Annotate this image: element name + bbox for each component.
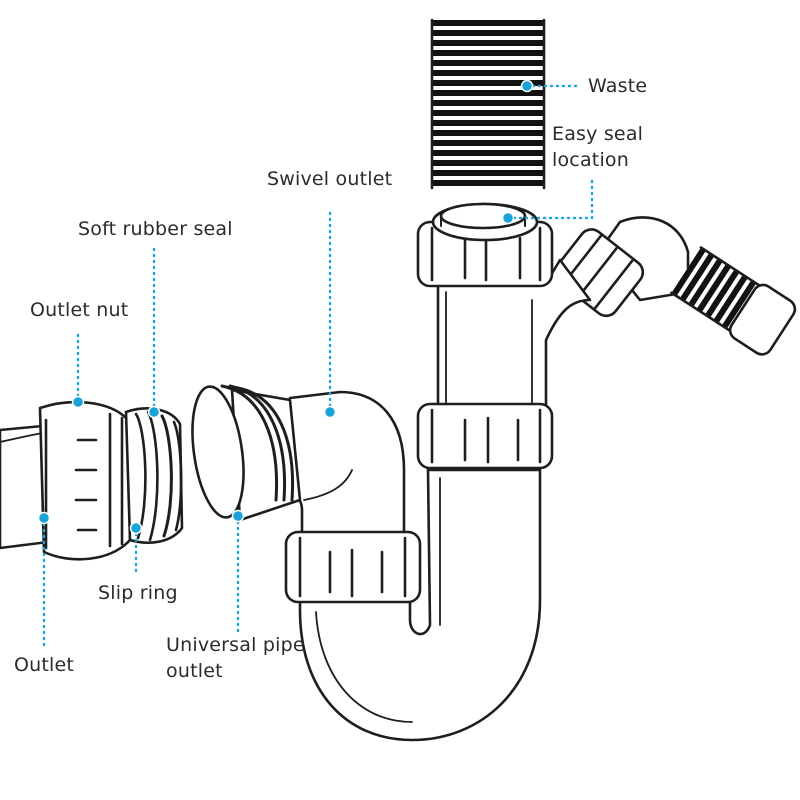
swivel-elbow	[280, 390, 406, 542]
label-swivel-outlet: Swivel outlet	[267, 168, 393, 190]
waste-hose	[430, 18, 546, 190]
dot-universal-pipe	[231, 509, 245, 523]
leader-easy-seal	[506, 174, 594, 220]
dot-easy-seal	[501, 211, 515, 225]
leader-lines	[42, 84, 594, 650]
dot-swivel-outlet	[323, 405, 337, 419]
top-nut	[416, 202, 554, 288]
dot-outlet	[37, 511, 51, 525]
u-bend	[298, 438, 542, 742]
seal-rings	[124, 407, 184, 544]
label-slip-ring: Slip ring	[98, 582, 178, 604]
label-universal-pipe-outlet: Universal pipe outlet	[166, 634, 305, 682]
leader-dots	[37, 79, 534, 535]
side-branch	[553, 216, 797, 356]
dot-waste	[520, 79, 534, 93]
swivel-nut	[284, 530, 422, 604]
label-soft-rubber-seal: Soft rubber seal	[78, 218, 233, 240]
outlet-nut	[38, 400, 132, 561]
label-waste: Waste	[588, 75, 648, 97]
trap-body	[436, 258, 592, 422]
label-easy-seal-location: Easy seal location	[552, 123, 644, 171]
label-outlet-nut: Outlet nut	[30, 299, 129, 321]
dot-soft-rubber-seal	[147, 405, 161, 419]
dot-slip-ring	[129, 521, 143, 535]
dot-outlet-nut	[71, 395, 85, 409]
middle-nut	[416, 402, 554, 470]
label-outlet: Outlet	[14, 654, 75, 676]
universal-pipe-outlet	[191, 384, 302, 522]
